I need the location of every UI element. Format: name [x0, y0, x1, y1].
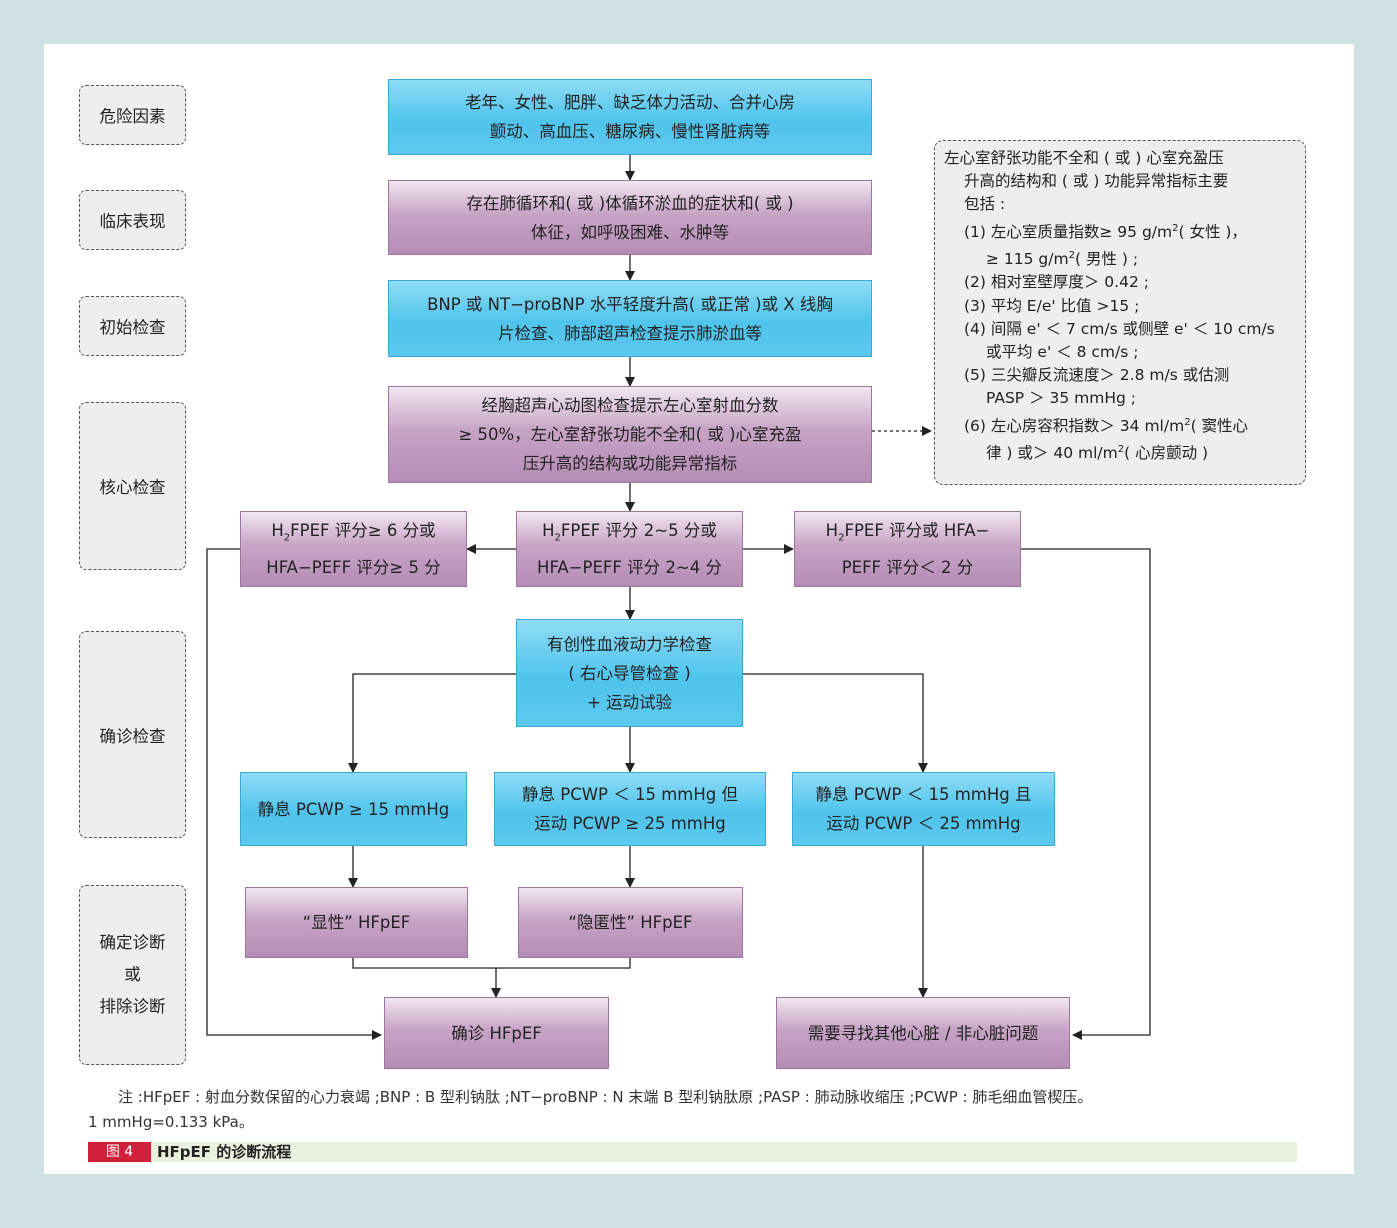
score-high-box: H2FPEF 评分≥ 6 分或 HFA−PEFF 评分≥ 5 分 [240, 511, 467, 587]
note-text: 注 :HFpEF : 射血分数保留的心力衰竭 ;BNP : B 型利钠肽 ;NT… [118, 1088, 1093, 1106]
box-text: FPEF 评分 2~5 分或 [560, 521, 717, 541]
box-text: 片检查、肺部超声检查提示肺淤血等 [497, 323, 762, 343]
box-text: 存在肺循环和( 或 )体循环淤血的症状和( 或 ) [466, 193, 794, 213]
criteria-text: (1) 左心室质量指数≥ 95 g/m [964, 222, 1173, 241]
figure-caption: 图 4 HFpEF 的诊断流程 [88, 1142, 1297, 1162]
box-text: 确诊 HFpEF [451, 1023, 542, 1043]
covert-hfpef-box: “隐匿性” HFpEF [518, 887, 743, 958]
subscript: 2 [554, 532, 561, 544]
box-text: 压升高的结构或功能异常指标 [522, 454, 738, 473]
superscript: 2 [1068, 249, 1075, 261]
criteria-text: ( 心房颤动 ) [1124, 444, 1209, 463]
edge-invasive-to-pcwp-low [743, 673, 928, 773]
risk-factors-box: 老年、女性、肥胖、缺乏体力活动、合并心房颤动、高血压、糖尿病、慢性肾脏病等 [388, 79, 872, 155]
edge-low-to-other [1021, 548, 1151, 1040]
figure-number-tag: 图 4 [88, 1142, 151, 1162]
box-text: H [271, 521, 284, 541]
stage-diagnosis: 确定诊断 或 排除诊断 [79, 885, 186, 1065]
box-text: FPEF 评分≥ 6 分或 [290, 521, 436, 541]
box-text: + 运动试验 [586, 692, 673, 712]
box-text: “显性” HFpEF [302, 913, 411, 932]
criteria-text: ≥ 115 g/m [986, 250, 1069, 269]
symptoms-box: 存在肺循环和( 或 )体循环淤血的症状和( 或 ) 体征，如呼吸困难、水肿等 [388, 180, 872, 255]
stage-label: 确诊检查 [99, 726, 166, 746]
criteria-text: 升高的结构和 ( 或 ) 功能异常指标主要 [964, 172, 1229, 191]
box-text: 运动 PCWP ＜ 25 mmHg [826, 814, 1021, 833]
pcwp-mid-box: 静息 PCWP ＜ 15 mmHg 但运动 PCWP ≥ 25 mmHg [494, 772, 766, 846]
box-text: H [542, 521, 555, 541]
criteria-text: 律 ) 或＞ 40 ml/m [986, 444, 1118, 463]
stage-label: 临床表现 [99, 212, 166, 231]
criteria-text: 左心室舒张功能不全和 ( 或 ) 心室充盈压 [944, 149, 1224, 167]
score-mid-box: H2FPEF 评分 2~5 分或 HFA−PEFF 评分 2~4 分 [516, 511, 743, 587]
score-low-box: H2FPEF 评分或 HFA− PEFF 评分＜ 2 分 [794, 511, 1021, 587]
echo-exam-box: 经胸超声心动图检查提示左心室射血分数 ≥ 50%，左心室舒张功能不全和( 或 )心… [388, 386, 872, 483]
box-text: ≥ 50%，左心室舒张功能不全和( 或 )心室充盈 [458, 425, 802, 444]
criteria-box: 左心室舒张功能不全和 ( 或 ) 心室充盈压 升高的结构和 ( 或 ) 功能异常… [934, 140, 1306, 485]
pcwp-low-box: 静息 PCWP ＜ 15 mmHg 且运动 PCWP ＜ 25 mmHg [792, 772, 1055, 846]
stage-label: 初始检查 [99, 318, 166, 337]
criteria-text: (5) 三尖瓣反流速度＞ 2.8 m/s 或估测 [964, 366, 1230, 385]
superscript: 2 [1172, 222, 1179, 234]
box-text: 静息 PCWP ＜ 15 mmHg 且 [815, 785, 1032, 804]
invasive-exam-box: 有创性血液动力学检查 ( 右心导管检查 ) + 运动试验 [516, 619, 743, 727]
criteria-text: (4) 间隔 e' ＜ 7 cm/s 或侧壁 e' ＜ 10 cm/s [964, 319, 1275, 338]
criteria-text: ( 男性 ) ; [1074, 250, 1139, 269]
superscript: 2 [1117, 443, 1125, 455]
other-causes-box: 需要寻找其他心脏 / 非心脏问题 [776, 997, 1070, 1069]
criteria-text: ( 窦性心 [1190, 416, 1249, 435]
criteria-text: (6) 左心房容积指数＞ 34 ml/m [964, 416, 1185, 435]
overt-hfpef-box: “显性” HFpEF [245, 887, 468, 958]
box-text: H [825, 521, 839, 541]
box-text: 运动 PCWP ≥ 25 mmHg [534, 814, 726, 833]
pcwp-high-box: 静息 PCWP ≥ 15 mmHg [240, 772, 467, 846]
box-text: 经胸超声心动图检查提示左心室射血分数 [481, 396, 779, 415]
stage-label: 危险因素 [99, 107, 166, 126]
figure-note: 注 :HFpEF : 射血分数保留的心力衰竭 ;BNP : B 型利钠肽 ;NT… [88, 1085, 1303, 1135]
stage-risk-factors: 危险因素 [79, 85, 186, 145]
figure-title: HFpEF 的诊断流程 [157, 1143, 292, 1161]
stage-label: 核心检查 [99, 478, 166, 497]
box-text: PEFF 评分＜ 2 分 [841, 557, 974, 577]
box-text: FPEF 评分或 HFA− [844, 521, 990, 541]
criteria-text: (2) 相对室壁厚度＞ 0.42 ; [964, 273, 1149, 292]
subscript: 2 [838, 532, 845, 544]
criteria-text: 包括 : [964, 195, 1006, 214]
edge-high-to-confirmed [206, 548, 382, 1040]
box-text: 静息 PCWP ≥ 15 mmHg [257, 799, 450, 819]
edge-invasive-to-pcwp-high [348, 673, 516, 773]
confirmed-hfpef-box: 确诊 HFpEF [384, 997, 609, 1069]
stage-label: 确定诊断 [99, 933, 166, 952]
criteria-text: 或平均 e' ＜ 8 cm/s ; [986, 342, 1139, 361]
edge-overt-covert-merge [352, 958, 631, 969]
stage-core-exam: 核心检查 [79, 402, 186, 570]
box-text: 静息 PCWP ＜ 15 mmHg 但 [522, 785, 738, 804]
criteria-text: ( 女性 )， [1178, 222, 1247, 241]
superscript: 2 [1184, 416, 1191, 428]
box-text: 需要寻找其他心脏 / 非心脏问题 [807, 1023, 1039, 1043]
subscript: 2 [283, 532, 291, 544]
stage-label: 或 [124, 965, 141, 984]
note-text: 1 mmHg=0.133 kPa。 [88, 1113, 254, 1131]
criteria-text: (3) 平均 E/e' 比值 >15 ; [964, 296, 1140, 315]
stage-clinical: 临床表现 [79, 190, 186, 250]
box-text: BNP 或 NT−proBNP 水平轻度升高( 或正常 )或 X 线胸 [427, 294, 833, 314]
box-text: HFA−PEFF 评分 2~4 分 [537, 557, 722, 577]
box-text: 颤动、高血压、糖尿病、慢性肾脏病等 [489, 122, 771, 141]
box-text: HFA−PEFF 评分≥ 5 分 [266, 557, 441, 577]
criteria-text: PASP ＞ 35 mmHg ; [986, 389, 1136, 408]
stage-label: 排除诊断 [99, 997, 166, 1016]
box-text: 体征，如呼吸困难、水肿等 [530, 222, 729, 242]
box-text: “隐匿性” HFpEF [568, 913, 693, 932]
stage-confirm-exam: 确诊检查 [79, 631, 186, 838]
box-text: 有创性血液动力学检查 [547, 634, 712, 654]
box-text: 老年、女性、肥胖、缺乏体力活动、合并心房 [465, 93, 795, 112]
initial-exam-box: BNP 或 NT−proBNP 水平轻度升高( 或正常 )或 X 线胸片检查、肺… [388, 280, 872, 357]
box-text: ( 右心导管检查 ) [568, 663, 691, 683]
stage-initial-exam: 初始检查 [79, 296, 186, 356]
